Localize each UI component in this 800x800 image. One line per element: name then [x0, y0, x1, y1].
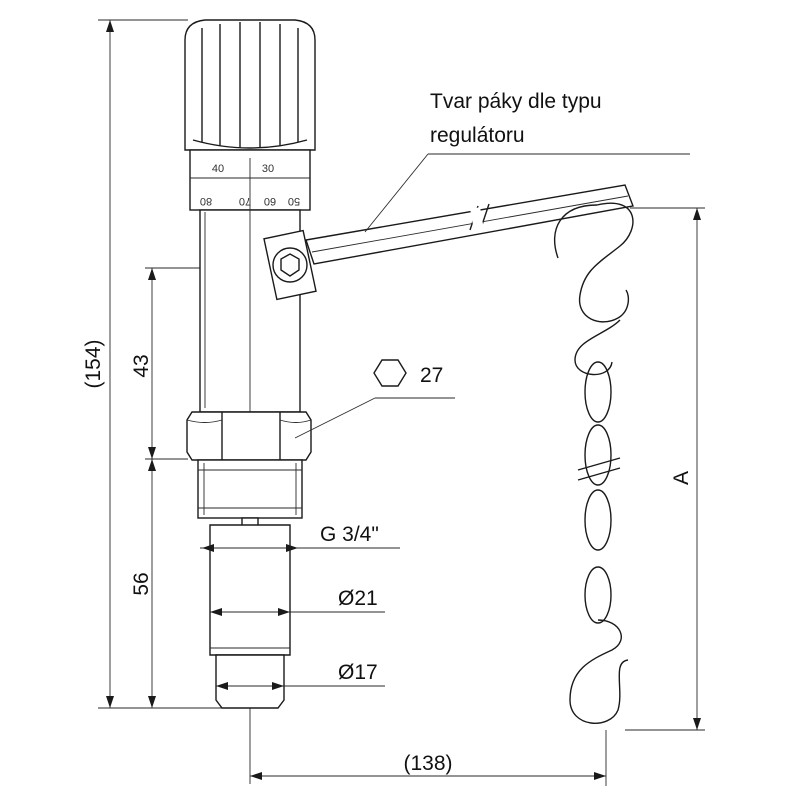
dimension-56: 56 [130, 459, 156, 708]
diameter-17-label: Ø17 [338, 661, 378, 684]
chain-assembly [553, 202, 634, 724]
dimension-43-label: 43 [130, 354, 153, 377]
dimension-horizontal: (138) [250, 730, 607, 786]
hex-callout: 27 [294, 359, 455, 439]
scale-mark-30: 30 [262, 163, 274, 175]
dimension-diameter-17: Ø17 [216, 661, 385, 690]
valve-body [184, 19, 316, 784]
dimension-overall-height: (154) [82, 19, 225, 709]
diameter-21-label: Ø21 [338, 587, 378, 610]
dimension-43: 43 [130, 267, 285, 460]
scale-mark-40: 40 [212, 163, 224, 175]
lever-note-line2: regulátoru [430, 124, 525, 147]
scale-mark-70: 70 [239, 195, 251, 207]
dimension-154-label: (154) [82, 339, 105, 388]
hex-size-label: 27 [420, 364, 443, 387]
thread-label: G 3/4" [320, 523, 379, 546]
temperature-scale: 40 30 80 70 60 50 [200, 163, 300, 207]
scale-mark-80: 80 [200, 195, 212, 207]
dimension-diameter-21: Ø21 [210, 587, 385, 616]
dimension-chain-length: A [625, 207, 705, 731]
dimension-a-label: A [670, 471, 693, 485]
dimension-56-label: 56 [130, 572, 153, 595]
scale-mark-50: 50 [288, 195, 300, 207]
scale-mark-60: 60 [264, 195, 276, 207]
lever-arm [263, 184, 634, 301]
lever-note: Tvar páky dle typu regulátoru [364, 90, 690, 233]
dimension-138-label: (138) [403, 752, 452, 775]
dimension-thread: G 3/4" [200, 523, 400, 552]
hexagon-icon [373, 359, 407, 387]
lever-note-line1: Tvar páky dle typu [430, 90, 602, 113]
